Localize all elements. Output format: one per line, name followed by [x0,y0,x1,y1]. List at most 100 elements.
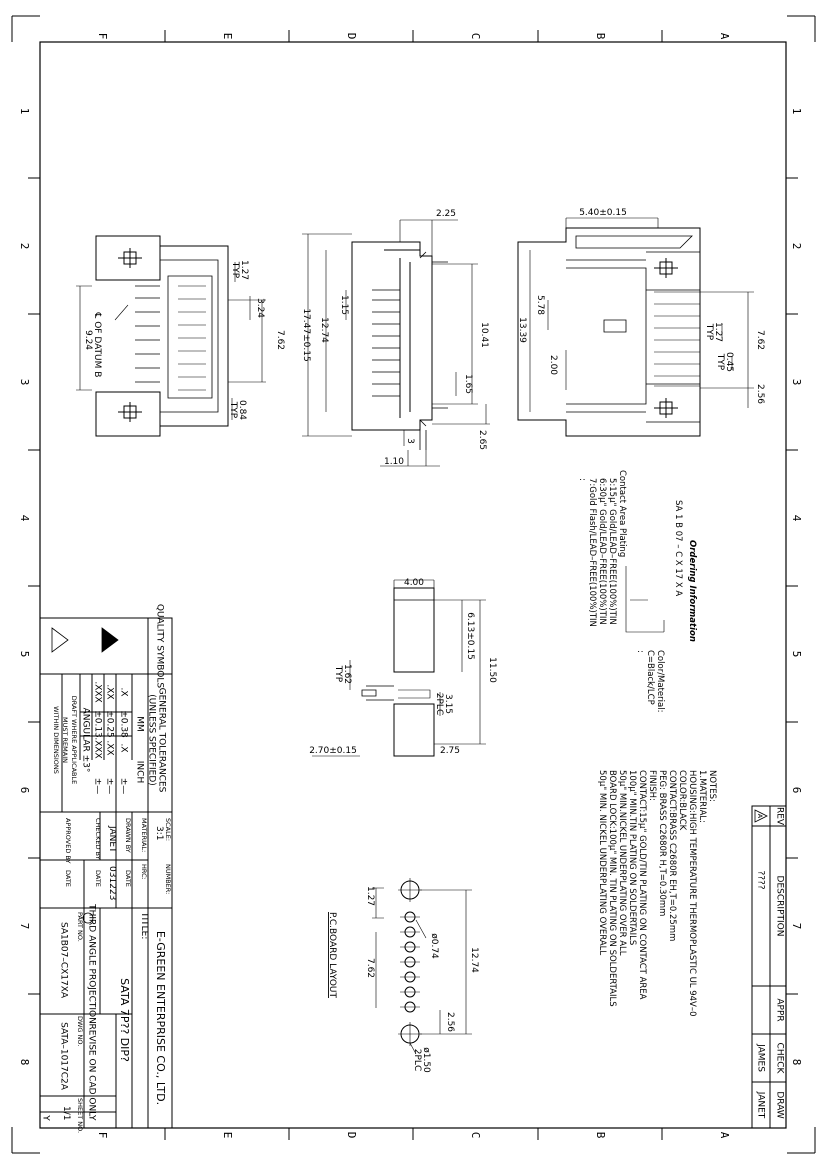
dim-label: 1.27 [713,322,723,342]
dim-label: 3 [405,438,415,444]
checked-by-label: CHECKED BY [94,818,102,860]
note-line: BOARD LOCK:100µ" MIN. TIN PLATING ON SOL… [607,770,617,1007]
rev-header: REV [775,807,785,826]
front-view [312,579,486,757]
side-view [302,219,490,467]
zone-letters-top: F E D C B A [96,33,731,40]
zone-number: 2 [18,243,31,250]
zone-letter: E [221,33,234,40]
appr-header: APPR [775,998,785,1021]
note-line: 50µ" MIN.NICKEL UNDERPLATING OVER ALL [617,770,627,956]
dim-label: 13.39 [517,317,527,343]
drawn-by-value: JANET [107,825,117,853]
title-block-symbols [51,627,119,924]
dim-label: 2.56 [445,1012,455,1032]
drawing-frame [11,15,816,1154]
dim-label: 2.25 [436,209,456,219]
number-label: NUMBER: [164,864,172,894]
zone-number: 3 [18,379,31,386]
part-no-label: PART NO. [76,912,84,942]
dwg-no-value: SATA–1017C2A [59,1022,69,1091]
dim-label: 12.74 [469,947,479,973]
zone-letter: F [96,1132,109,1139]
corner-letter: Y [41,1114,51,1121]
draft-note: DRAFT WHERE APPLICABLE [70,696,78,784]
tol-cell: .X [119,743,129,752]
zone-letter: C [469,1132,482,1139]
note-line: CONTACT:15µ" GOLD/TIN PLATING ON CONTACT… [637,770,647,1000]
dim-label: 7.62 [365,958,375,978]
revision-text: REV DESCRIPTION APPR CHECK DRAW A ???? J… [754,807,785,1119]
dim-label: 1.27 [239,260,249,280]
left-view [76,235,266,437]
note-line: CONTACT:BRASS C2680R EH,T=0.25mm [667,770,677,941]
zone-number: 8 [790,1059,803,1066]
zone-number: 3 [790,379,803,386]
ordering-information: Ordering Information SA 1 B 07 – C X 17 … [577,470,697,712]
right-view [517,217,754,437]
plating-option: 5:15µ" Gold/LEAD–FREE(100%)TIN [607,478,617,625]
note-line: NOTES: [707,770,717,802]
drawn-by-label: DRAWN BY [124,818,132,853]
dim-label: TYP [230,261,240,279]
tolerance-title: GENERAL TOLERANCES [157,688,167,793]
dim-label: 2PLC [412,1049,422,1071]
dim-label: 11.50 [487,657,497,683]
scale-label: SCALE: [164,818,172,841]
zone-numbers-left: 1 2 3 4 5 6 7 8 [18,108,31,1066]
zone-letter: C [469,33,482,40]
note-line: FINISH: [647,770,657,801]
quality-symbols: QUALITY SYMBOLS [155,604,165,688]
dim-label: 2.00 [548,355,558,375]
description-header: DESCRIPTION [775,876,785,937]
dim-label: 7.62 [275,330,285,350]
draft-note: MUST REMAIN [61,717,69,763]
dim-label: ℄ OF DATUM B [92,312,102,378]
zone-number: 4 [790,515,803,522]
right-view-dims: 5.40±0.15 5.78 13.39 2.00 1.27 TYP 0.45 … [517,208,765,404]
ordering-title: Ordering Information [687,540,697,642]
note-line: COLOR:BLACK [677,770,687,831]
zone-numbers-right: 1 2 3 4 5 6 7 8 [790,108,803,1066]
plating-option: 7:Gold Flash/LEAD–FREE(100%)TIN [587,478,597,627]
date-label: DATE [124,870,132,887]
angular-tolerance: ANGULAR ±3° [81,708,91,773]
date-value: 031223 [107,866,117,900]
title-label: TITLE: [139,911,149,939]
tol-cell: ±— [105,778,115,795]
dim-label: 4.00 [404,578,424,588]
zone-number: 7 [18,923,31,930]
tol-cell: ±— [93,778,103,795]
dim-label: 7.62 [755,330,765,350]
tol-cell: .XXX [93,737,103,758]
dim-label: 17.47±0.15 [301,308,311,361]
tol-header-inch: INCH [135,761,145,783]
dim-label: ø1.50 [421,1047,431,1073]
ordering-code: SA 1 B 07 – C X 17 X A [673,500,683,596]
left-view-dims: 1.27 TYP 3.24 7.62 9.24 ℄ OF DATUM B 0.8… [83,260,285,420]
triangle-outline-icon [51,627,69,653]
tol-cell: ±0.38 [119,710,129,738]
company-name: E-GREEN ENTERPRISE CO., LTD. [154,931,167,1105]
dim-label: TYP [333,665,343,683]
dim-label: 1.65 [463,374,473,394]
tol-cell: .XX [105,740,115,755]
check-header: CHECK [775,1043,785,1075]
dim-label: TYP [704,323,714,341]
zone-number: 2 [790,243,803,250]
draft-note: WITHIN DIMENSIONS [52,706,60,774]
pcb-layout [372,878,472,1055]
dim-label: 1.15 [339,295,349,315]
zone-number: 8 [18,1059,31,1066]
material-label: MATERIAL: [140,818,148,852]
dim-label: 3.24 [255,298,265,318]
projection-text: THIRD ANGLE PROJECTION [87,903,97,1024]
pcb-layout-dims: P.C.BOARD LAYOUT 1.27 ø0.74 12.74 7.62 2… [327,886,479,1073]
title-block-text: QUALITY SYMBOLS GENERAL TOLERANCES (UNLE… [41,604,173,1133]
dim-label: 2.65 [477,430,487,450]
dim-label: 1.27 [365,886,375,906]
dim-label: 1.62 [342,664,352,684]
drawing-title: SATA 7P?? DIP? [118,978,131,1062]
tol-cell: ±0.25 [105,710,115,738]
